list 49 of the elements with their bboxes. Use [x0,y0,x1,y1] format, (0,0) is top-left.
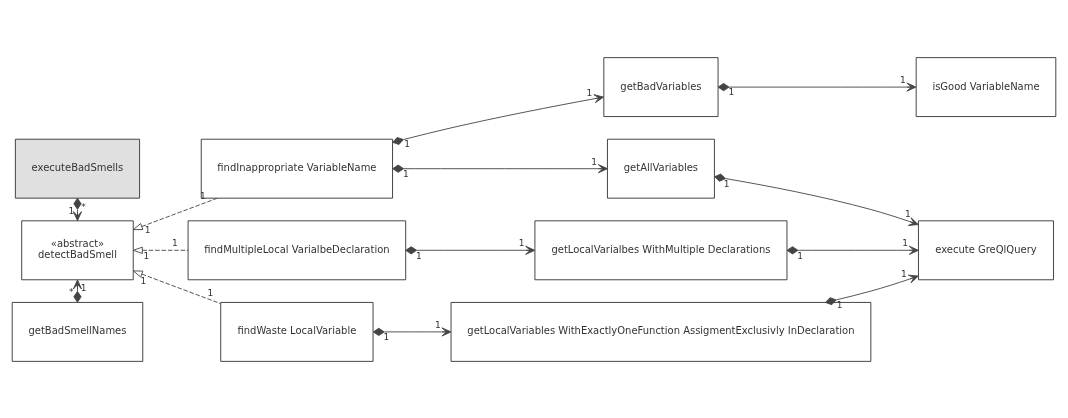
label: 1 [140,275,147,286]
label: 1 [403,168,409,179]
label: 1 [904,208,911,219]
node-box: getBadVariables [603,56,719,117]
node-box: getLocalVarialbes WithMultiple Declarations [534,219,788,280]
label: 1 [836,299,843,310]
label: 1 [902,237,909,248]
arrow [132,269,221,304]
node-box: executeBadSmells [14,138,141,199]
label: 1 [900,268,907,279]
arrow [825,274,919,305]
arrow [405,245,536,255]
label: 1 [143,250,150,261]
label: 1 [383,331,390,342]
label: 1 [207,287,214,298]
label: * [69,286,74,297]
arrow [72,197,82,221]
label: 1 [728,86,735,97]
arrow [392,163,608,173]
label: 1 [899,74,906,85]
node-box: findWaste LocalVariable [220,301,374,362]
label: 1 [723,178,730,189]
label: * [81,201,86,212]
node-box: isGood VariableName [915,56,1057,117]
node-box: execute GreQlQuery [918,219,1054,280]
label: 1 [68,205,75,216]
arrow [714,173,919,226]
node-box: «abstract» detectBadSmell [21,219,134,280]
node-box: findMultipleLocal VarialbeDeclaration [187,219,407,280]
label: 1 [80,282,87,293]
label: 1 [199,190,206,201]
label: 1 [416,250,422,261]
node-box: getAllVariables [607,138,715,199]
arrow [786,245,919,255]
arrow [392,93,604,145]
arrow [72,278,82,303]
label: 1 [591,156,598,167]
label: 1 [144,224,151,235]
label: 1 [434,319,441,330]
label: 1 [518,237,525,248]
arrow [132,246,189,254]
label: 1 [404,138,410,149]
arrow [717,82,917,92]
label: 1 [586,87,593,98]
label: 1 [797,250,804,261]
arrow [372,326,452,336]
arrow [132,197,218,230]
node-box: getBadSmellNames [11,301,144,362]
label: 1 [172,237,178,248]
